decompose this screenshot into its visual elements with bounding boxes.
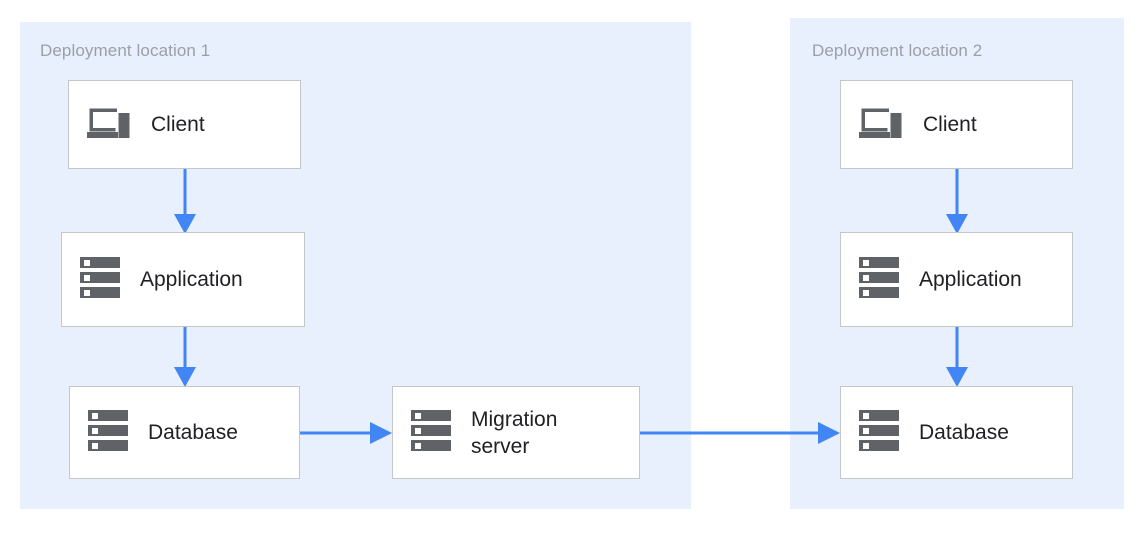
node-right-application-label: Application: [919, 268, 1022, 291]
deployment-zone-1-label: Deployment location 1: [40, 41, 211, 60]
conn-left-database-to-migration-server: [298, 422, 392, 444]
node-right-client-label: Client: [923, 113, 977, 136]
server-stack-icon: [859, 256, 899, 303]
node-left-application[interactable]: Application: [61, 232, 305, 327]
node-left-application-label: Application: [140, 268, 243, 291]
node-right-application[interactable]: Application: [840, 232, 1073, 327]
conn-left-client-to-application: [174, 166, 196, 234]
devices-icon: [87, 105, 131, 144]
node-right-client[interactable]: Client: [840, 80, 1073, 169]
node-left-client-label: Client: [151, 113, 205, 136]
server-stack-icon: [859, 409, 899, 456]
conn-right-application-to-database: [946, 325, 968, 387]
node-migration-server[interactable]: Migration server: [392, 386, 640, 479]
devices-icon: [859, 105, 903, 144]
server-stack-icon: [411, 409, 451, 456]
node-left-client[interactable]: Client: [68, 80, 301, 169]
conn-migration-server-to-right-database: [638, 422, 840, 444]
server-stack-icon: [80, 256, 120, 303]
node-right-database-label: Database: [919, 421, 1009, 444]
conn-left-application-to-database: [174, 325, 196, 387]
conn-right-client-to-application: [946, 166, 968, 234]
server-stack-icon: [88, 409, 128, 456]
node-left-database-label: Database: [148, 421, 238, 444]
deployment-zone-2-label: Deployment location 2: [812, 41, 983, 60]
node-migration-server-label: Migration server: [471, 407, 558, 458]
node-left-database[interactable]: Database: [69, 386, 300, 479]
node-right-database[interactable]: Database: [840, 386, 1073, 479]
